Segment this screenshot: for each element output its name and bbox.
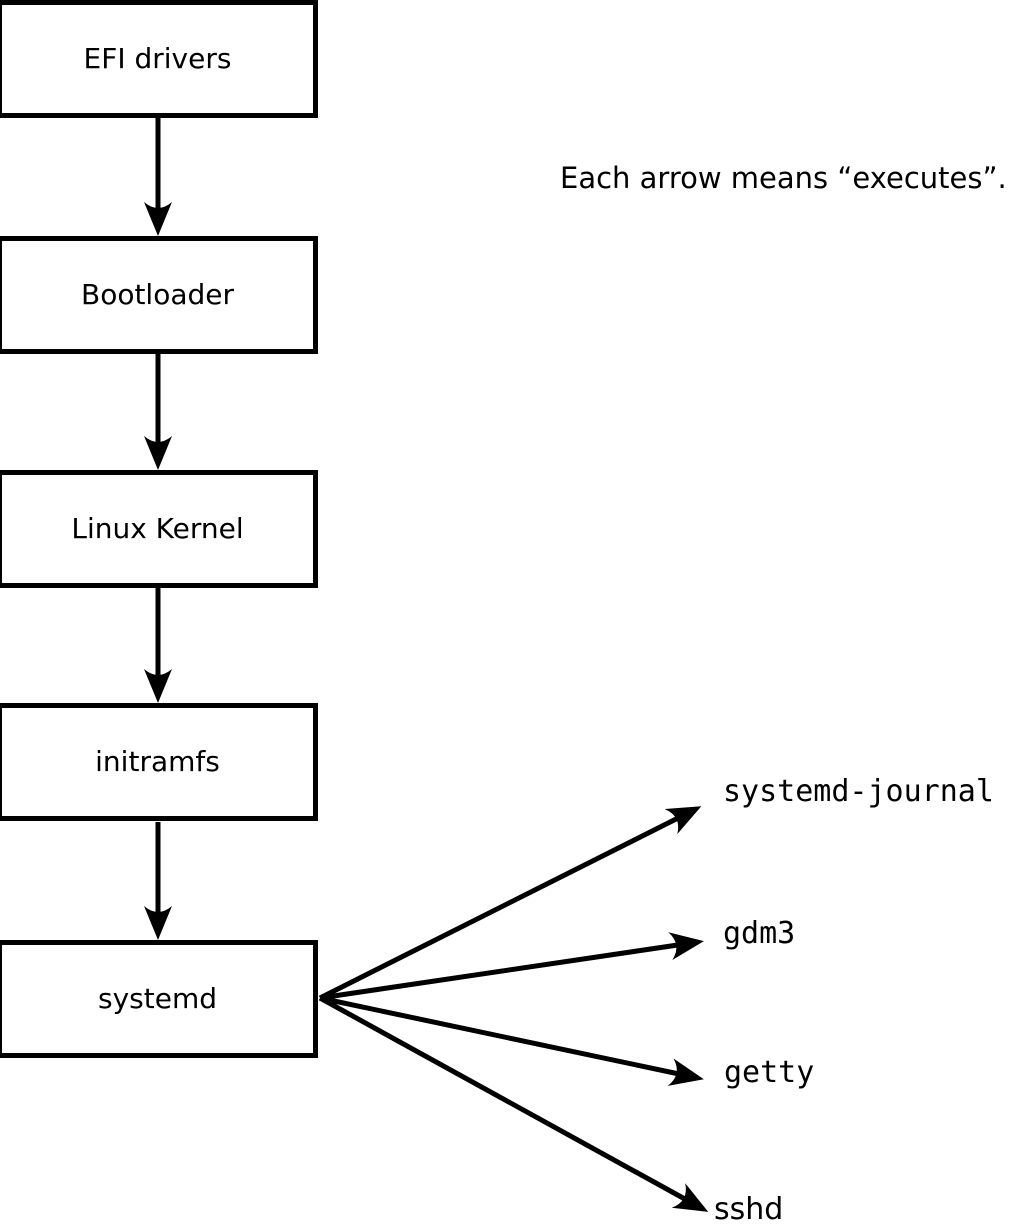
flow-node-bootloader: Bootloader [0,236,318,354]
flow-node-systemd: systemd [0,940,318,1058]
arrow-meaning-note: Each arrow means “executes”. [560,161,1007,195]
arrow-systemd-to-systemd-journal [318,806,702,1001]
flow-node-initramfs: initramfs [0,703,318,821]
flow-node-label: initramfs [95,745,220,778]
arrow-systemd-to-gdm3 [319,932,704,1001]
arrow-systemd-to-getty [319,995,704,1086]
flow-node-label: systemd [98,982,217,1015]
flow-node-label: Bootloader [80,278,235,311]
flow-node-label: Linux Kernel [71,512,244,545]
service-label-gdm3: gdm3 [723,916,796,951]
service-label-systemd-journal: systemd-journal [723,774,994,809]
service-label-sshd: sshd [714,1192,784,1227]
arrow-systemd-to-sshd [318,995,709,1212]
service-label-getty: getty [724,1055,815,1090]
flow-node-efi-drivers: EFI drivers [0,0,318,118]
flow-node-linux-kernel: Linux Kernel [0,470,318,588]
flow-node-label: EFI drivers [83,42,232,75]
